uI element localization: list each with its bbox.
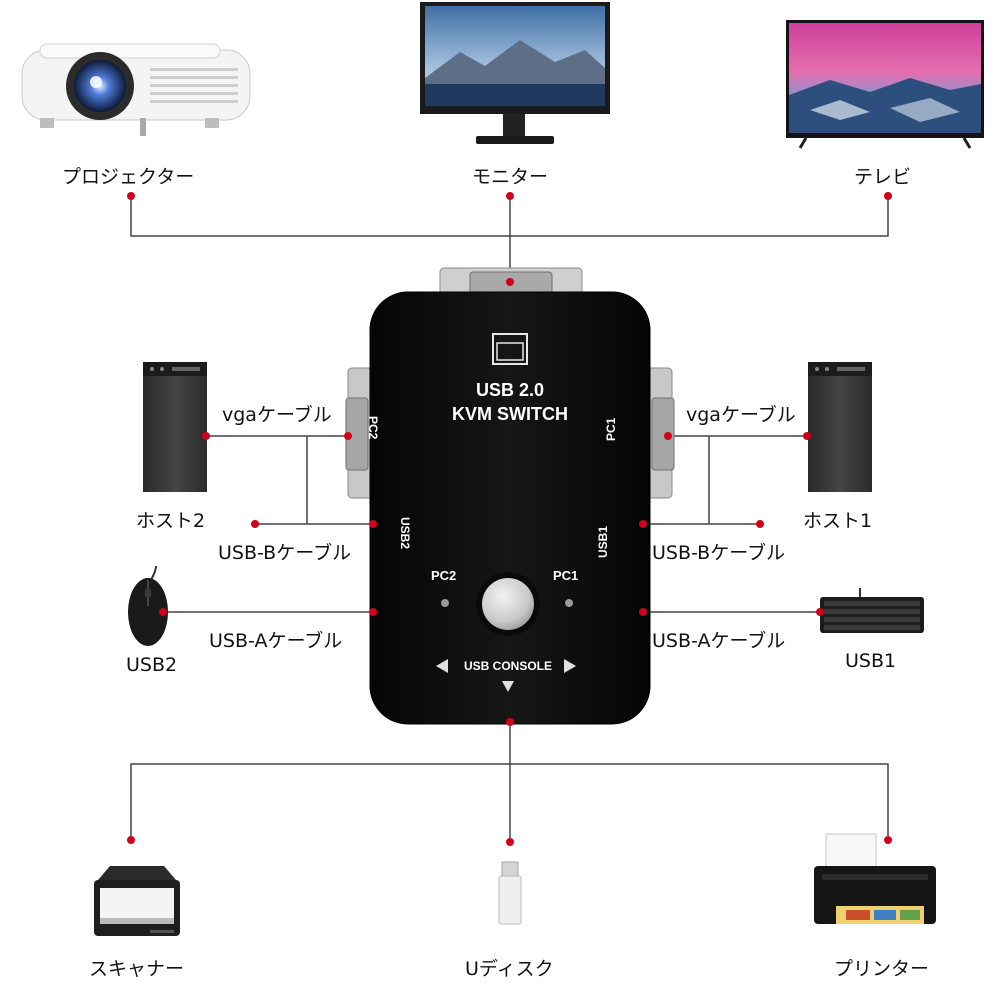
usbb-cable-right-label: USB-Bケーブル [652, 542, 786, 564]
tv-icon [786, 20, 984, 149]
printer-icon [814, 833, 936, 924]
usbb-cable-left-label: USB-Bケーブル [218, 542, 352, 564]
projector-icon [21, 43, 251, 136]
scanner-label: スキャナー [89, 958, 185, 980]
printer-label: プリンター [834, 958, 930, 980]
kvm-title-line2: KVM SWITCH [452, 404, 568, 424]
kvm-led-pc1-label: PC1 [553, 568, 579, 583]
monitor-icon [420, 2, 610, 144]
kvm-switch [345, 267, 675, 725]
usba-cable-left-label: USB-Aケーブル [209, 630, 343, 652]
udisk-label: Uディスク [465, 958, 554, 980]
host1-label: ホスト1 [803, 510, 873, 532]
kvm-console-label: USB CONSOLE [463, 659, 552, 673]
kvm-title-line1: USB 2.0 [475, 380, 545, 400]
desktop-tower-icon [808, 362, 872, 492]
vga-cable-left-label: vgaケーブル [222, 404, 332, 426]
usb2-label: USB2 [126, 654, 178, 676]
scanner-icon [94, 866, 180, 936]
projector-label: プロジェクター [62, 166, 195, 188]
kvm-port-usb2-label: USB2 [398, 517, 412, 550]
mouse-icon [128, 565, 168, 646]
kvm-port-pc1-label: PC1 [604, 417, 618, 441]
desktop-tower-icon [143, 362, 207, 492]
pc-switch-button [482, 578, 534, 630]
kvm-port-usb1-label: USB1 [596, 525, 610, 558]
usb-flash-drive-icon [498, 861, 522, 925]
host2-label: ホスト2 [136, 510, 206, 532]
vga-cable-right-label: vgaケーブル [686, 404, 796, 426]
kvm-led-pc2-label: PC2 [431, 568, 457, 583]
usb1-label: USB1 [845, 650, 897, 672]
connector-dots [127, 192, 892, 846]
keyboard-icon [820, 588, 924, 633]
tv-label: テレビ [854, 166, 912, 188]
connection-lines [130, 196, 889, 842]
usba-cable-right-label: USB-Aケーブル [652, 630, 786, 652]
kvm-port-pc2-label: PC2 [366, 416, 380, 440]
monitor-label: モニター [472, 166, 549, 188]
